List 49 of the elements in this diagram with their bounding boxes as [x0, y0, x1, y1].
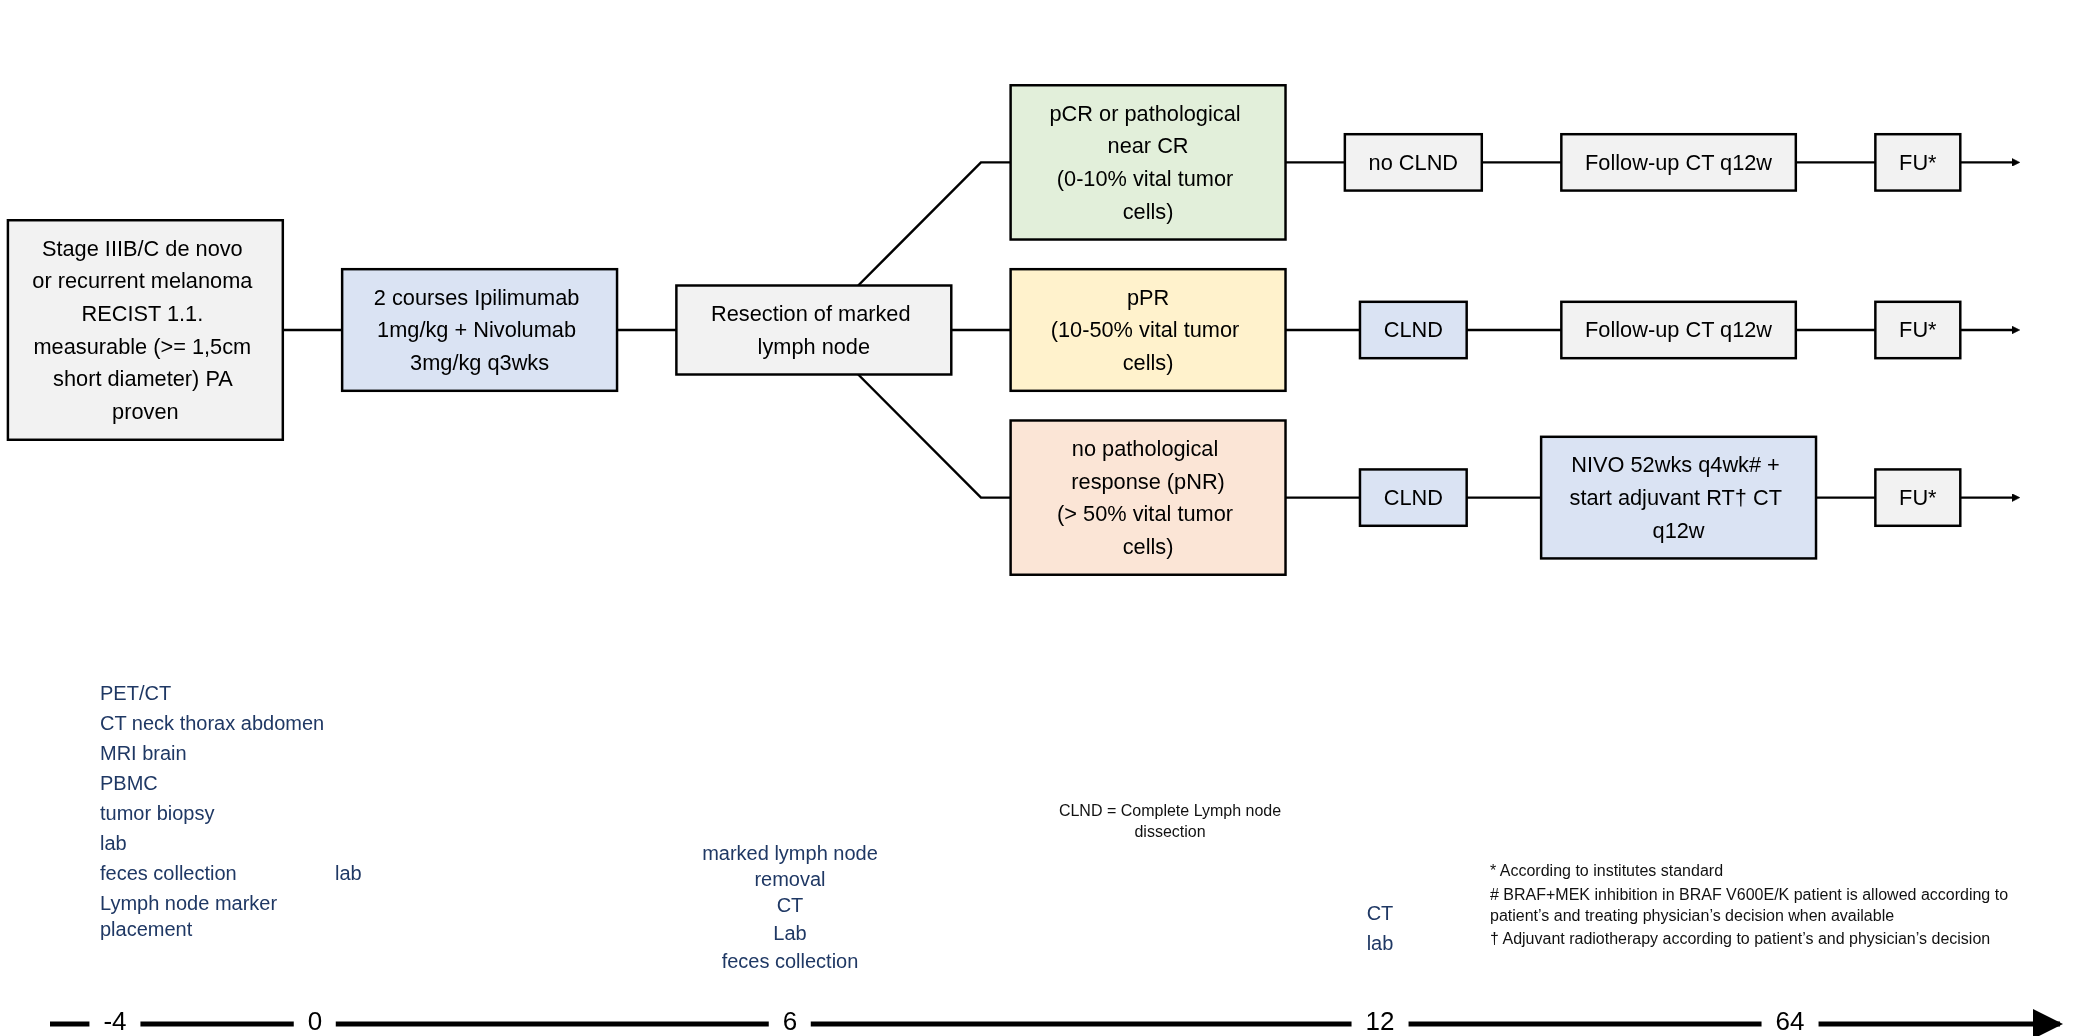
- node-box: Follow-up CT q12w: [1560, 300, 1798, 360]
- node-box: FU*: [1874, 468, 1962, 528]
- assessment-text: lab: [1366, 931, 1394, 956]
- assessment-text: lab: [335, 861, 362, 886]
- node-box: pCR or pathological near CR (0-10% vital tumor cells): [1009, 84, 1287, 241]
- node-box: Resection of marked lymph node: [675, 284, 953, 376]
- node-box: 2 courses Ipilimumab 1mg/kg + Nivolumab 3mg/kg q3wks: [340, 267, 619, 393]
- arrow: [1960, 493, 2020, 502]
- connector: [1481, 161, 1562, 164]
- connector: [1795, 328, 1876, 332]
- connector: [282, 328, 343, 332]
- connector: [1466, 496, 1542, 499]
- assessment-text: feces collection: [100, 861, 237, 886]
- assessment-text: Lymph node marker placement: [100, 891, 279, 942]
- arrow: [1960, 158, 2020, 167]
- assessment-text: marked lymph node removal: [701, 841, 879, 892]
- node-box: FU*: [1874, 300, 1962, 360]
- assessment-text: PBMC: [100, 771, 158, 796]
- node-box: CLND: [1358, 300, 1468, 360]
- node-box: no CLND: [1343, 132, 1484, 192]
- node-box: pPR (10-50% vital tumor cells): [1009, 267, 1287, 393]
- node-box: FU*: [1874, 132, 1962, 192]
- assessment-text: PET/CT: [100, 681, 172, 706]
- connector: [1285, 496, 1360, 499]
- assessment-text: Lab: [773, 921, 807, 946]
- footnote: * According to institutes standard: [1490, 861, 1725, 881]
- connector: [1816, 496, 1876, 499]
- assessment-text: CT: [1366, 901, 1394, 926]
- node-box: Stage IIIB/C de novo or recurrent melanoma RECIST 1.1. measurable (>= 1,5cm short diameter) PA proven: [6, 219, 285, 441]
- arrow: [1960, 325, 2020, 335]
- footnote: # BRAF+MEK inhibition in BRAF V600E/K patient is allowed according to patient’s and treating physician’s decision when available: [1490, 885, 2010, 926]
- assessment-text: lab: [100, 831, 127, 856]
- assessment-text: feces collection: [721, 949, 859, 974]
- assessment-text: tumor biopsy: [100, 801, 215, 826]
- node-box: CLND: [1358, 468, 1468, 528]
- connector: [1285, 161, 1345, 164]
- node-box: NIVO 52wks q4wk# + start adjuvant RT† CT q12w: [1539, 435, 1818, 560]
- footnote: † Adjuvant radiotherapy according to patient’s and physician’s decision: [1490, 929, 1992, 949]
- node-box: no pathological response (pNR) (> 50% vital tumor cells): [1009, 419, 1287, 576]
- connector: [617, 328, 677, 332]
- assessment-text: CT neck thorax abdomen: [100, 711, 325, 736]
- assessment-text: CT: [776, 893, 804, 918]
- connector: [1285, 328, 1360, 332]
- assessment-text: MRI brain: [100, 741, 187, 766]
- connector: [1466, 328, 1562, 332]
- abbreviation-note: CLND = Complete Lymph node dissection: [1057, 801, 1283, 842]
- connector: [1795, 161, 1876, 164]
- connector: [951, 328, 1011, 332]
- node-box: Follow-up CT q12w: [1560, 132, 1798, 192]
